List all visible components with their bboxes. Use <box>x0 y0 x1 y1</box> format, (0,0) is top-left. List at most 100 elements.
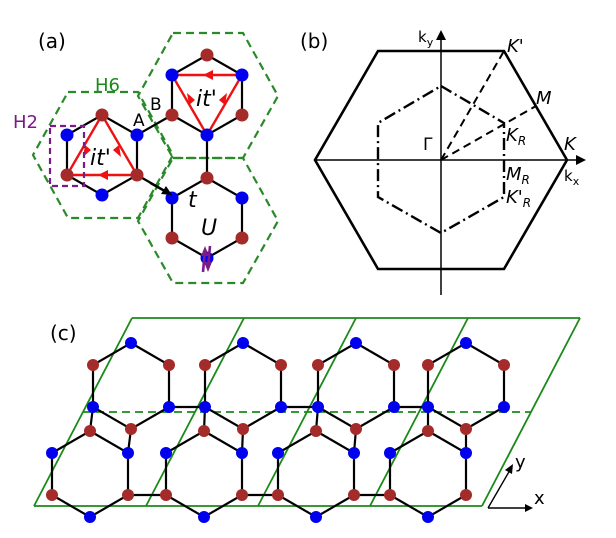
kx-axis-arrow <box>576 155 586 165</box>
x-axis-arrow <box>525 504 533 512</box>
panel-label-a: (a) <box>38 29 66 53</box>
label-gamma: Γ <box>423 135 433 155</box>
panel-label-b: (b) <box>300 29 328 53</box>
site-blue <box>163 401 175 413</box>
label-m: M <box>536 88 552 109</box>
site-red <box>46 489 58 501</box>
site-red <box>422 359 434 371</box>
site-red <box>125 423 137 435</box>
site-red <box>130 168 144 182</box>
site-blue <box>200 128 214 142</box>
label-kprime: K' <box>507 36 524 57</box>
site-blue <box>87 401 99 413</box>
site-red <box>95 108 109 122</box>
arrow-top-3 <box>219 93 227 105</box>
site-blue <box>388 401 400 413</box>
sites-a <box>60 48 249 265</box>
panel-a: (a) <box>13 29 280 285</box>
site-blue <box>199 401 211 413</box>
label-h2: H2 <box>13 112 38 133</box>
gamma-to-m <box>440 105 537 161</box>
site-red <box>272 489 284 501</box>
site-blue <box>122 447 134 459</box>
site-blue <box>46 447 58 459</box>
label-site-b: B <box>150 95 162 115</box>
arrow-top-2 <box>187 93 195 105</box>
panel-c: (c) x y <box>33 317 581 523</box>
label-hop-top: it' <box>196 87 217 112</box>
site-red <box>165 231 179 245</box>
site-blue <box>235 68 249 82</box>
t-arrow-head <box>161 186 172 195</box>
site-red <box>200 171 214 185</box>
site-blue <box>310 511 322 523</box>
lattice-hexagon <box>426 341 506 431</box>
label-h6: H6 <box>95 75 120 96</box>
site-blue <box>198 511 210 523</box>
site-blue <box>272 447 284 459</box>
spin-down-head <box>204 262 212 272</box>
site-red <box>350 423 362 435</box>
h2-dimer-box <box>48 124 86 188</box>
site-red <box>310 425 322 437</box>
site-red <box>312 359 324 371</box>
site-blue <box>165 68 179 82</box>
label-u: U <box>201 216 217 241</box>
site-blue <box>348 447 360 459</box>
label-k: K <box>564 134 577 155</box>
site-red <box>87 359 99 371</box>
ky-axis-arrow <box>436 30 446 40</box>
bond-ab <box>136 114 173 136</box>
arrow-top-1 <box>203 70 213 80</box>
site-red <box>275 359 287 371</box>
label-kprime-r: K'R <box>506 187 531 210</box>
label-axis-x: x <box>534 488 545 509</box>
site-blue <box>460 447 472 459</box>
site-blue <box>460 337 472 349</box>
spin-up-head <box>201 246 209 256</box>
site-blue <box>422 511 434 523</box>
y-axis-arrow <box>505 464 513 474</box>
site-red <box>199 359 211 371</box>
site-red <box>200 48 214 62</box>
arrow-left-2 <box>98 170 108 180</box>
site-blue <box>160 447 172 459</box>
spin-arrows <box>201 245 212 273</box>
site-red <box>165 108 179 122</box>
y-axis <box>487 469 511 509</box>
site-red <box>460 489 472 501</box>
lattice-hexagon <box>203 341 283 431</box>
site-red <box>388 359 400 371</box>
site-blue <box>165 191 179 205</box>
site-blue <box>498 401 510 413</box>
reduced-brillouin-zone <box>376 84 506 235</box>
site-blue <box>60 128 74 142</box>
site-blue <box>236 447 248 459</box>
label-kx: kx <box>564 167 580 188</box>
site-red <box>163 359 175 371</box>
xy-axes <box>487 464 533 512</box>
site-red <box>160 489 172 501</box>
lattice-hexagon <box>91 341 171 431</box>
site-red <box>460 423 472 435</box>
site-blue <box>125 337 137 349</box>
arrow-left-1 <box>113 145 121 157</box>
site-red <box>198 425 210 437</box>
site-red <box>236 489 248 501</box>
label-t: t <box>188 188 198 213</box>
site-blue <box>384 447 396 459</box>
label-kr: KR <box>506 125 526 148</box>
site-blue <box>312 401 324 413</box>
site-red <box>122 489 134 501</box>
panel-label-c: (c) <box>50 321 77 345</box>
site-blue <box>235 191 249 205</box>
site-blue <box>130 128 144 142</box>
site-red <box>348 489 360 501</box>
site-red <box>422 425 434 437</box>
gamma-lines <box>440 50 537 161</box>
lattice-hexagon <box>316 341 396 431</box>
site-red <box>235 108 249 122</box>
site-red <box>235 231 249 245</box>
outer-brillouin-zone <box>313 49 569 271</box>
